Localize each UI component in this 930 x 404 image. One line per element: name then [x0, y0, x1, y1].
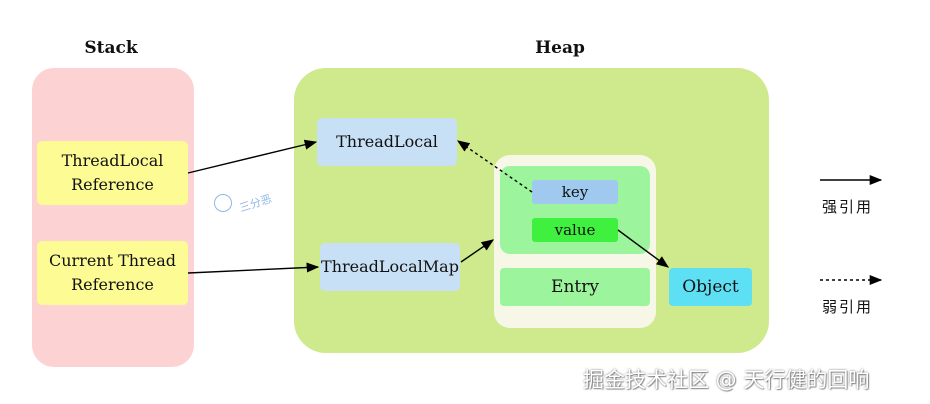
stack-title: Stack [84, 38, 138, 58]
object-box: Object [669, 268, 752, 306]
heap-title: Heap [535, 38, 585, 58]
stack-panel [32, 68, 194, 367]
logo-text: 三分恶 [238, 191, 274, 215]
threadlocal-reference-line2: Reference [71, 175, 154, 194]
watermark-text: 掘金技术社区 @ 天行健的回响 [583, 368, 870, 392]
entry-box: Entry [500, 268, 650, 306]
logo-watermark: 三分恶 [214, 191, 274, 215]
legend-weak-label: 弱引用 [822, 298, 874, 316]
weak-arrow-key-to-threadlocal [456, 140, 533, 193]
value-box: value [532, 218, 618, 242]
current-thread-reference-box: Current Thread Reference [37, 241, 188, 305]
threadlocal-reference-line1: ThreadLocal [61, 151, 164, 170]
arrow-threadlocalmap-to-entry [460, 239, 495, 263]
key-box: key [532, 180, 618, 204]
threadlocalmap-box: ThreadLocalMap [320, 243, 460, 291]
threadlocal-reference-box: ThreadLocal Reference [37, 141, 188, 205]
current-thread-reference-line2: Reference [71, 275, 154, 294]
logo-icon [214, 193, 232, 212]
arrow-tlref-to-threadlocal [187, 139, 318, 174]
legend-strong-label: 强引用 [822, 198, 874, 216]
current-thread-reference-line1: Current Thread [48, 251, 176, 270]
arrow-ctref-to-threadlocalmap [187, 262, 320, 274]
arrow-value-to-object [617, 229, 670, 268]
threadlocal-box: ThreadLocal [317, 118, 457, 166]
